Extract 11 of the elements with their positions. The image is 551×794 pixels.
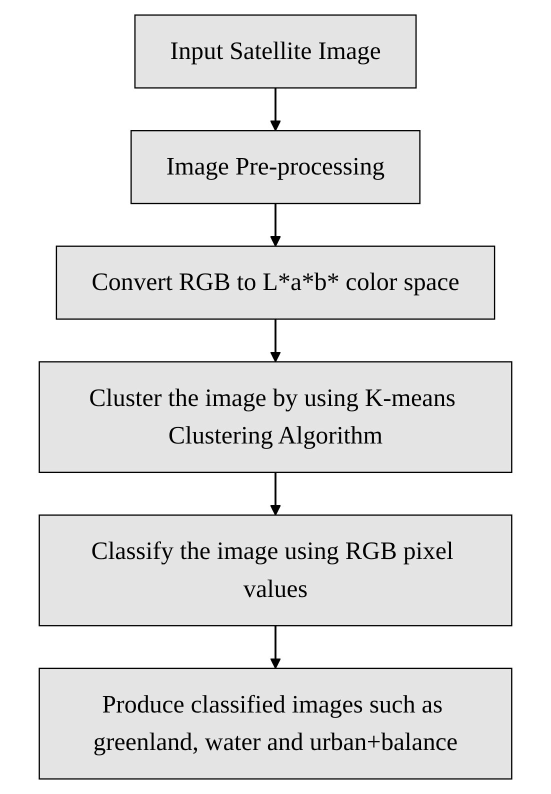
node-box: Produce classified images such as greenland, water and urban+balance [38, 668, 512, 780]
arrow [270, 204, 282, 247]
arrow [270, 472, 282, 516]
node-box: Input Satellite Image [134, 14, 417, 89]
arrow [270, 319, 282, 362]
arrow [270, 626, 282, 669]
arrow [270, 88, 282, 132]
node-box: Image Pre-processing [130, 130, 420, 204]
node-box: Cluster the image by using K-means Clustering Algorithm [38, 361, 512, 474]
node-box: Convert RGB to L*a*b* color space [56, 246, 496, 320]
node-box: Classify the image using RGB pixel values [38, 514, 512, 626]
